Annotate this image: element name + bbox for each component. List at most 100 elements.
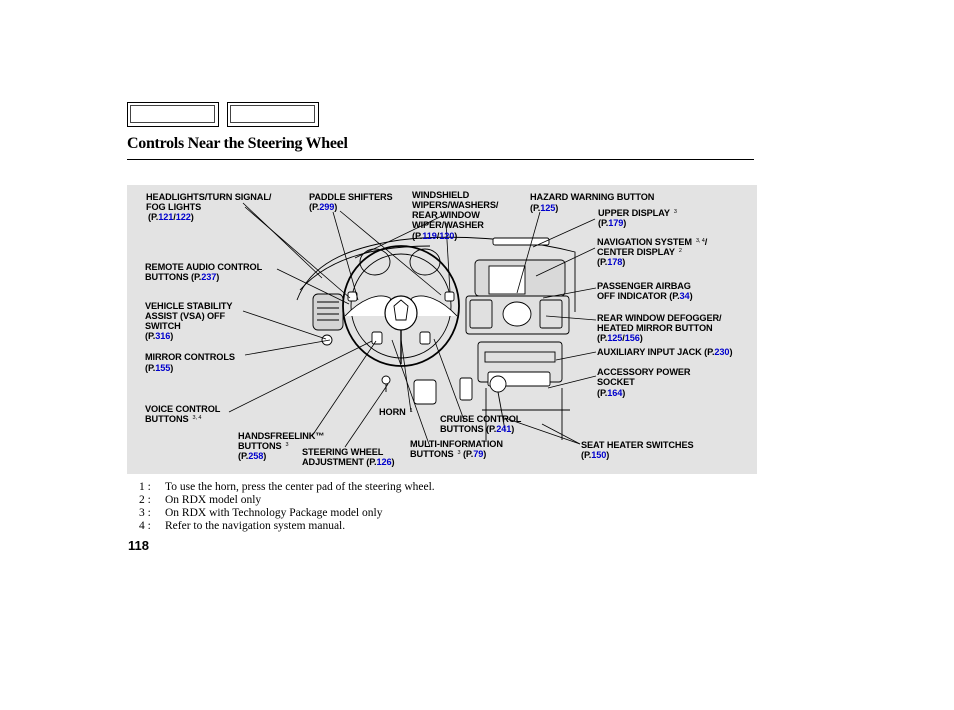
- footnote-number: 4 :: [139, 520, 151, 532]
- label-text: PASSENGER AIRBAG: [597, 281, 691, 291]
- ref-suffix: ): [170, 363, 174, 373]
- page-link[interactable]: 150: [591, 450, 607, 460]
- label-text: SOCKET: [597, 377, 635, 387]
- label-cruise-control: CRUISE CONTROL BUTTONS (P.241): [440, 414, 521, 434]
- ref-suffix: ): [689, 291, 693, 301]
- page-link[interactable]: 121: [158, 212, 174, 222]
- nav-tab-inner-2: [230, 105, 315, 123]
- label-remote-audio: REMOTE AUDIO CONTROL BUTTONS (P.237): [145, 262, 262, 282]
- page-ref: (P.178): [597, 257, 707, 267]
- ref-suffix: ): [622, 388, 626, 398]
- label-paddle-shifters: PADDLE SHIFTERS (P.299): [309, 192, 393, 212]
- page-link[interactable]: 119: [422, 231, 437, 241]
- page-title: Controls Near the Steering Wheel: [127, 135, 348, 152]
- page-link[interactable]: 125: [607, 333, 623, 343]
- page-ref: (P.125/156): [597, 333, 721, 343]
- label-text: UPPER DISPLAY: [598, 208, 670, 218]
- label-text: BUTTONS: [145, 414, 189, 424]
- page-link[interactable]: 34: [679, 291, 690, 301]
- label-windshield-wipers: WINDSHIELD WIPERS/WASHERS/ REAR WINDOW W…: [412, 190, 498, 241]
- label-text: VEHICLE STABILITY: [145, 301, 233, 311]
- ref-suffix: ): [391, 457, 395, 467]
- ref-suffix: ): [623, 218, 627, 228]
- dashboard-illustration: [228, 202, 597, 448]
- nav-tab-inner-1: [130, 105, 215, 123]
- label-text: PADDLE SHIFTERS: [309, 192, 393, 202]
- label-text: BUTTONS: [238, 441, 282, 451]
- footnote-text: To use the horn, press the center pad of…: [165, 481, 435, 493]
- ref-sep: /: [622, 333, 625, 343]
- page-link[interactable]: 230: [714, 347, 730, 357]
- page-link[interactable]: 156: [624, 333, 640, 343]
- label-text: MULTI-INFORMATION: [410, 439, 503, 449]
- label-text: HORN: [379, 407, 406, 417]
- ref-prefix: (P.: [309, 202, 320, 212]
- page-link[interactable]: 126: [376, 457, 392, 467]
- footnote-3: 3 :On RDX with Technology Package model …: [139, 507, 382, 519]
- nav-tab-box-2[interactable]: [227, 102, 319, 127]
- footnote-2: 2 :On RDX model only: [139, 494, 261, 506]
- page-link[interactable]: 79: [473, 449, 484, 459]
- footnote-4: 4 : Refer to the navigation system manual…: [139, 520, 345, 532]
- ref-prefix: (P.: [597, 257, 608, 267]
- footnote-number: 2 :: [139, 494, 151, 506]
- footnote-marker: 3: [673, 209, 677, 215]
- label-text: VOICE CONTROL: [145, 404, 221, 414]
- ref-prefix: (P.: [238, 451, 249, 461]
- label-text: MIRROR CONTROLS: [145, 352, 235, 362]
- label-text: BUTTONS: [410, 449, 454, 459]
- label-text: SWITCH: [145, 321, 181, 331]
- page-ref: (P.316): [145, 331, 232, 341]
- label-text: NAVIGATION SYSTEM: [597, 237, 692, 247]
- page-link[interactable]: 178: [607, 257, 623, 267]
- label-text: /: [704, 237, 708, 247]
- label-text: ACCESSORY POWER: [597, 367, 691, 377]
- page-link[interactable]: 241: [496, 424, 512, 434]
- label-text: BUTTONS (P.: [145, 272, 202, 282]
- page-number: 118: [128, 538, 149, 553]
- footnote-text: On RDX with Technology Package model onl…: [165, 507, 383, 519]
- page-link[interactable]: 122: [175, 212, 191, 222]
- label-headlights: HEADLIGHTS/TURN SIGNAL/ FOG LIGHTS (P.12…: [146, 192, 271, 222]
- footnote-number: 1 :: [139, 481, 151, 493]
- page-ref: (P.125): [530, 203, 654, 213]
- ref-suffix: ): [263, 451, 267, 461]
- title-rule: [127, 159, 754, 160]
- page-ref: (P.119/120): [412, 231, 498, 241]
- page-link[interactable]: 299: [319, 202, 335, 212]
- diagram-panel: [127, 185, 757, 474]
- page-ref: (P.164): [597, 388, 690, 398]
- page-link[interactable]: 258: [248, 451, 264, 461]
- footnote-marker: 3, 4: [192, 415, 202, 421]
- label-text: SEAT HEATER SWITCHES: [581, 440, 694, 450]
- ref-suffix: ): [170, 331, 174, 341]
- page-link[interactable]: 125: [540, 203, 556, 213]
- page-link[interactable]: 164: [607, 388, 623, 398]
- label-mirror-controls: MIRROR CONTROLS (P.155): [145, 352, 235, 373]
- label-seat-heater: SEAT HEATER SWITCHES (P.150): [581, 440, 694, 460]
- label-text: WIPER/WASHER: [412, 220, 484, 230]
- ref-suffix: ): [639, 333, 643, 343]
- label-text: WINDSHIELD: [412, 190, 470, 200]
- label-text: HANDSFREELINK™: [238, 431, 325, 441]
- page-link[interactable]: 179: [608, 218, 624, 228]
- page-link[interactable]: 316: [155, 331, 171, 341]
- label-text: HEADLIGHTS/TURN SIGNAL/: [146, 192, 272, 202]
- ref-prefix: (P.: [598, 218, 609, 228]
- footnote-text: Refer to the navigation system manual.: [165, 520, 346, 532]
- ref-prefix: (P.: [412, 231, 423, 241]
- label-steering-adjustment: STEERING WHEEL ADJUSTMENT (P.126): [302, 447, 395, 467]
- label-text: CENTER DISPLAY: [597, 247, 675, 257]
- page-link[interactable]: 237: [201, 272, 217, 282]
- page-link[interactable]: 120: [439, 231, 455, 241]
- nav-tab-box-1[interactable]: [127, 102, 219, 127]
- label-text: AUXILIARY INPUT JACK (P.: [597, 347, 715, 357]
- footnote-marker: 1: [409, 408, 413, 414]
- page-link[interactable]: 155: [155, 363, 171, 373]
- label-text: CRUISE CONTROL: [440, 414, 522, 424]
